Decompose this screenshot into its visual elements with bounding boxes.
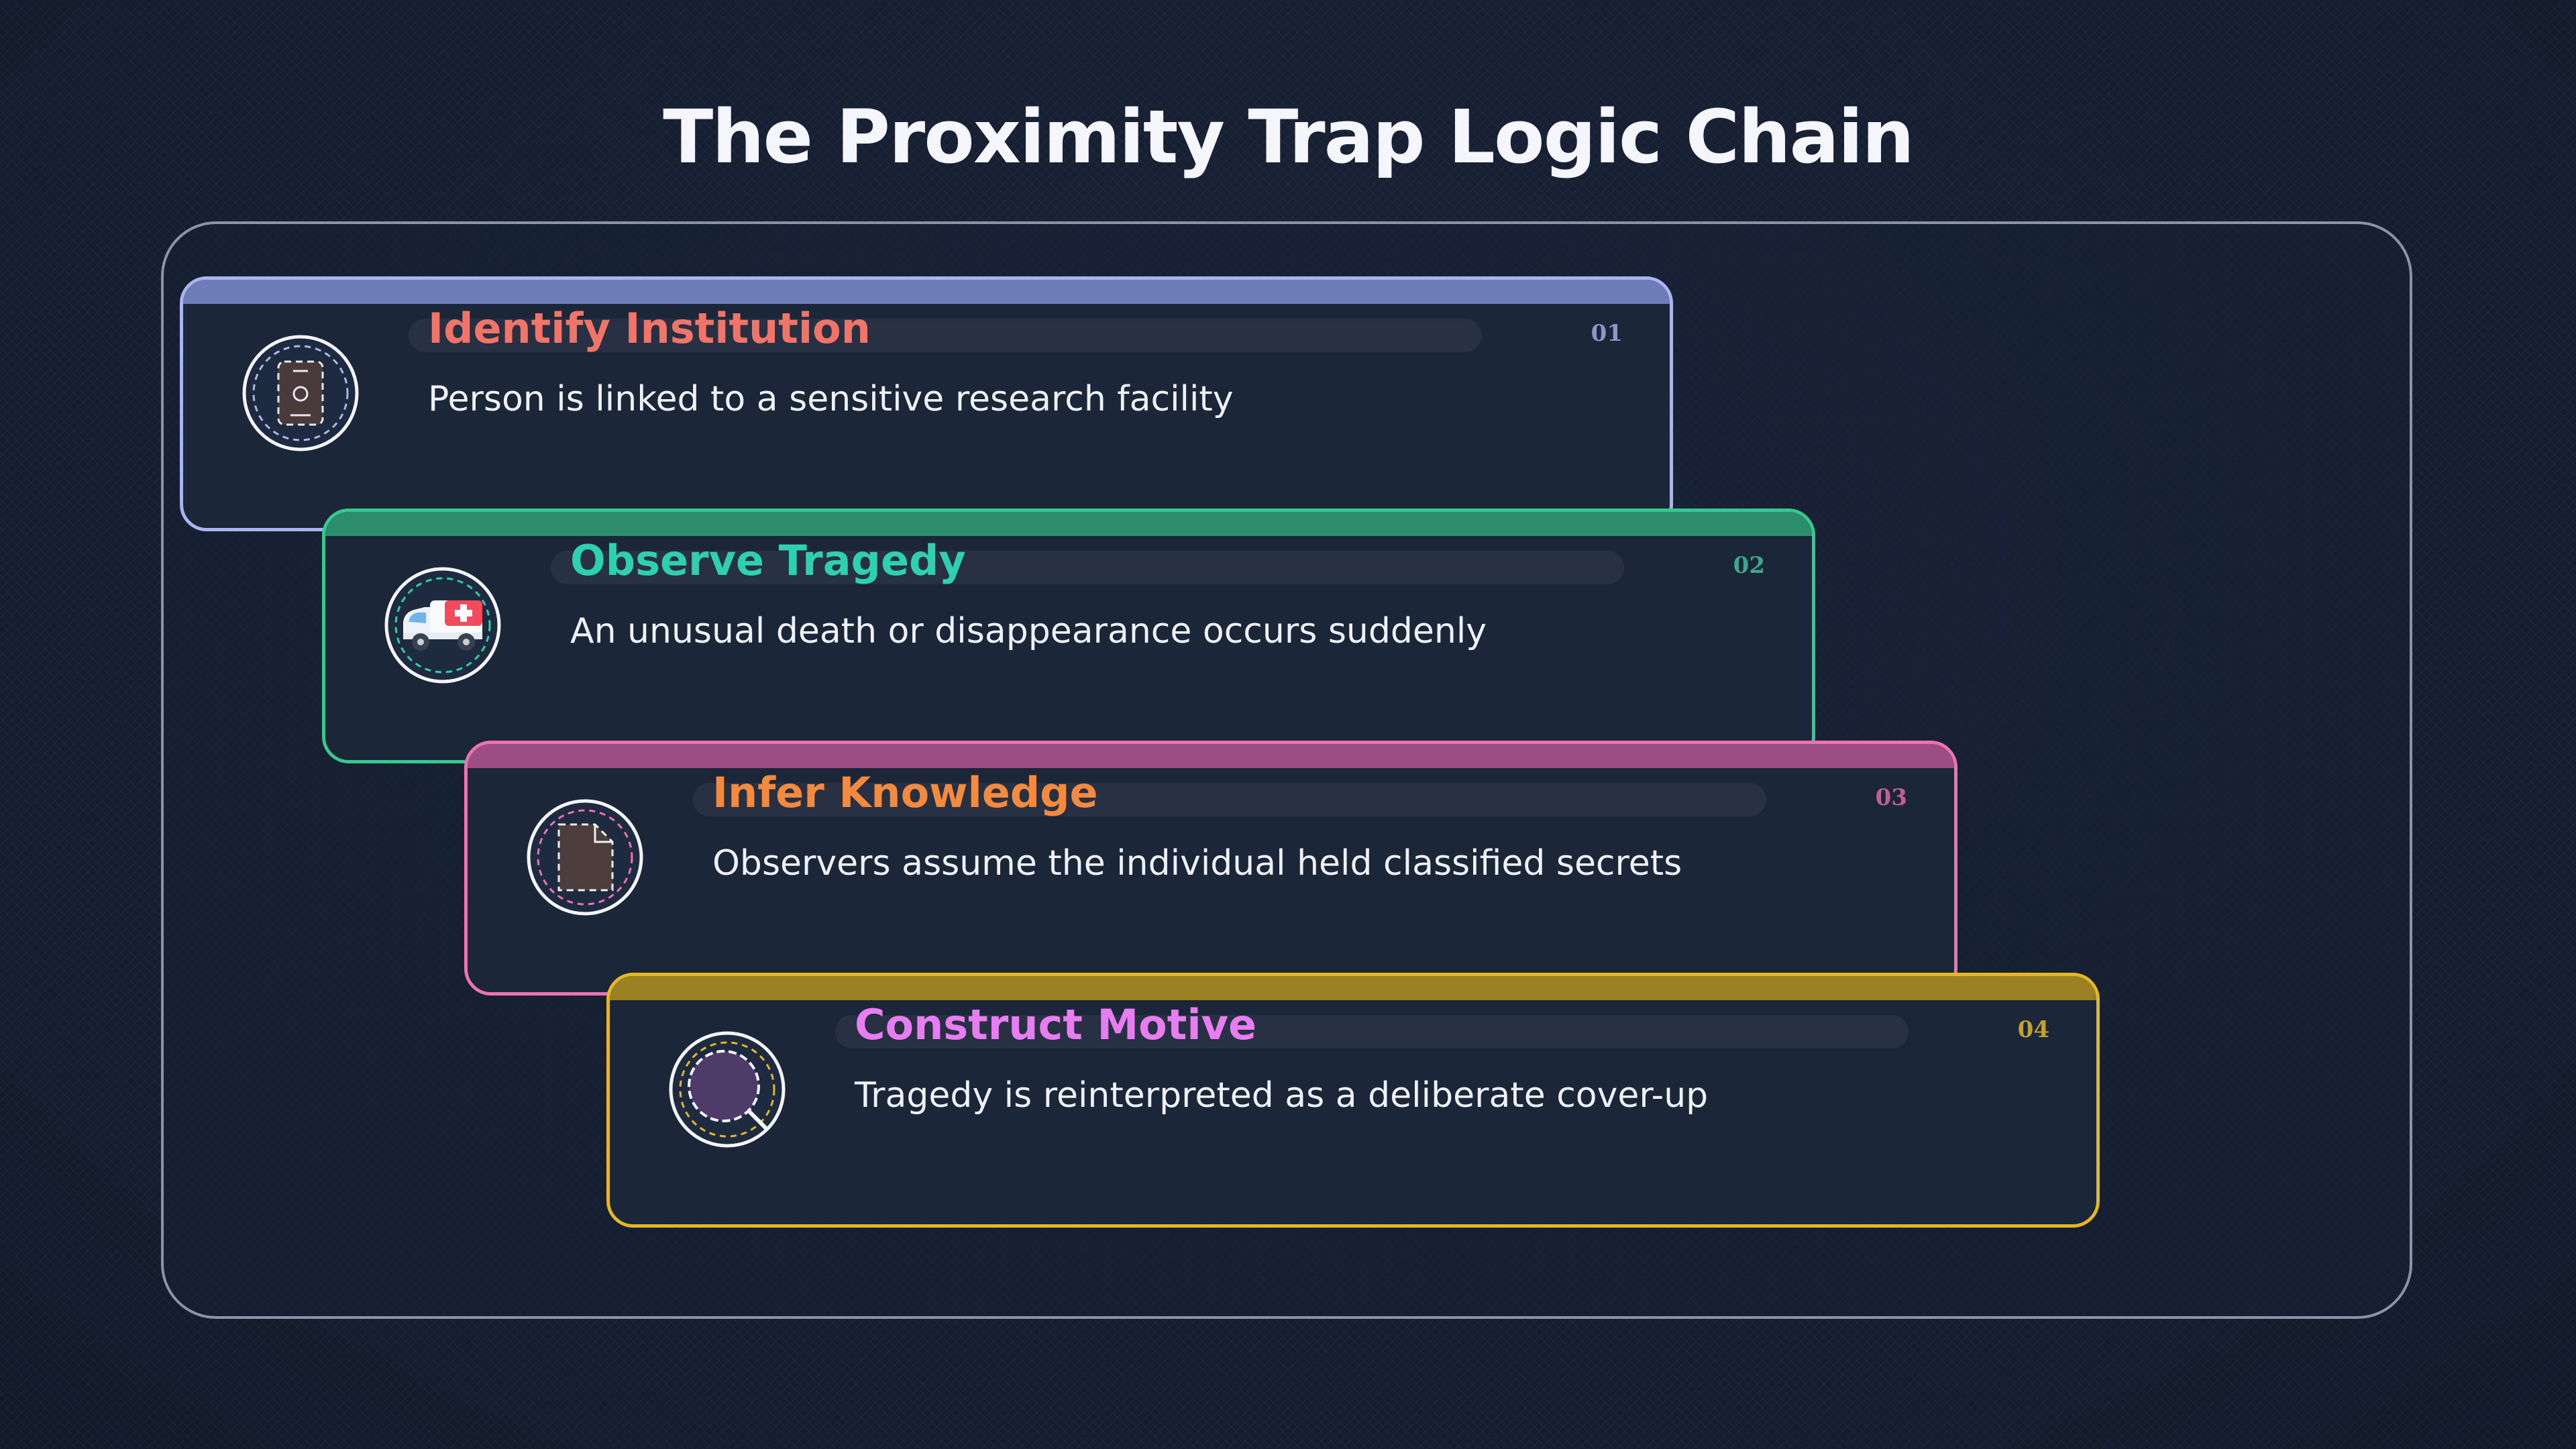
title-highlight-pill [835,1015,1909,1049]
card-header-bar [325,512,1812,536]
step-card-observe-tragedy: Observe Tragedy An unusual death or disa… [322,508,1815,763]
document-icon [525,798,645,917]
step-description: Tragedy is reinterpreted as a deliberate… [855,1075,1709,1116]
magnifier-icon [667,1030,787,1149]
step-number: 04 [2017,1016,2049,1043]
step-description: An unusual death or disappearance occurs… [570,611,1487,651]
title-highlight-pill [693,783,1766,816]
page-title: The Proximity Trap Logic Chain [663,94,1915,180]
step-title: Identify Institution [428,304,871,353]
step-card-construct-motive: Construct Motive Tragedy is reinterprete… [606,973,2100,1228]
step-number: 02 [1733,552,1765,579]
step-title: Construct Motive [855,1000,1257,1049]
step-description: Observers assume the individual held cla… [712,843,1682,883]
ambulance-icon [383,566,502,685]
card-header-bar [183,280,1670,304]
title-highlight-pill [409,319,1482,352]
step-title: Observe Tragedy [570,536,966,585]
step-number: 01 [1591,320,1623,347]
step-number: 03 [1875,784,1907,811]
title-highlight-pill [551,551,1624,584]
card-header-bar [610,976,2096,1000]
id-badge-icon [241,333,360,453]
card-header-bar [468,744,1954,768]
step-description: Person is linked to a sensitive research… [428,379,1234,419]
step-title: Infer Knowledge [712,768,1098,817]
step-card-identify-institution: Identify Institution Person is linked to… [180,276,1673,531]
step-card-infer-knowledge: Infer Knowledge Observers assume the ind… [464,741,1957,996]
